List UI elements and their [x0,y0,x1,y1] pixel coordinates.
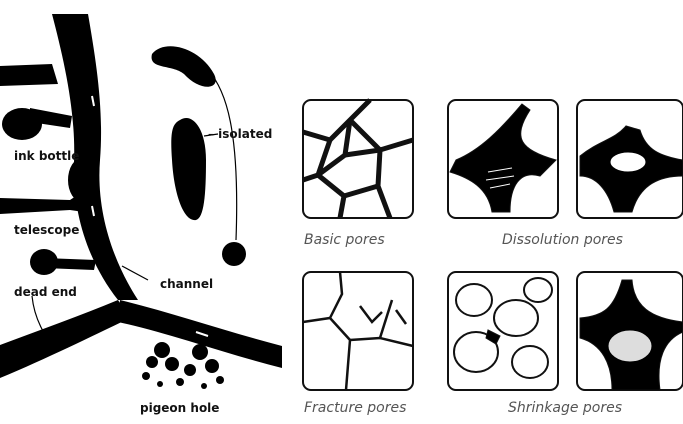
label-isolated: – isolated [208,127,272,141]
lower-left-branch [0,300,130,378]
caption-basic-pores: Basic pores [304,232,385,248]
panel-shrinkage-pores-1 [448,272,558,390]
dead-end-pore [30,249,96,275]
panel-shrinkage-pores-2 [577,272,683,390]
label-channel: channel [160,277,213,291]
panel-dissolution-pores-1 [448,100,558,218]
label-ink-bottle: ink bottle [14,149,79,163]
caption-fracture-pores: Fracture pores [304,400,406,416]
pigeon-hole-pores [142,342,224,389]
caption-dissolution-pores: Dissolution pores [502,232,623,248]
label-pigeon-hole: pigeon hole [140,401,219,415]
isolated-pores [152,46,246,266]
upper-branch [0,64,58,86]
panel-basic-pores [303,100,413,218]
pore-network-diagram: – isolated ink bottle telescope dead end… [0,14,282,415]
panel-dissolution-pores-2 [577,100,683,218]
caption-shrinkage-pores: Shrinkage pores [508,400,622,416]
ink-bottle-pore [2,108,72,140]
telescope-pore [0,192,84,214]
panel-fracture-pores [303,272,413,390]
label-dead-end: dead end [14,285,77,299]
label-telescope: telescope [14,223,79,237]
